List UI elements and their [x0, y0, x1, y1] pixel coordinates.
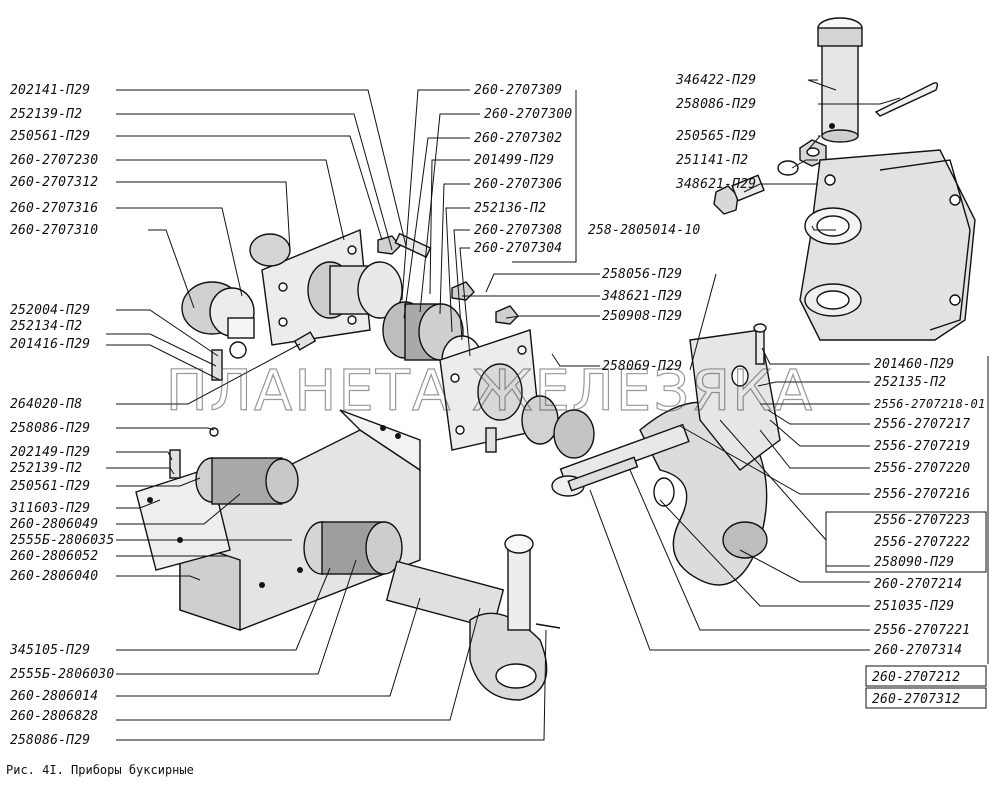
part-label: 258-2805014-10 [588, 223, 700, 238]
part-label: 251141-П2 [676, 153, 748, 168]
part-label: 260-2806014 [10, 689, 98, 704]
part-label: 252139-П2 [10, 107, 82, 122]
part-label: 260-2707212 [872, 670, 960, 685]
labels-right: 346422-П29 258086-П29 250565-П29 251141-… [588, 73, 985, 707]
part-label: 260-2707314 [874, 643, 962, 658]
part-label: 201416-П29 [10, 337, 90, 352]
part-label: 251035-П29 [874, 599, 954, 614]
part-label: 260-2707230 [10, 153, 98, 168]
part-label: 258069-П29 [602, 359, 682, 374]
part-label: 260-2707308 [474, 223, 562, 238]
part-label: 201460-П29 [874, 357, 954, 372]
part-label: 258086-П29 [676, 97, 756, 112]
rear-small-hardware [169, 427, 219, 479]
part-label: 2555Б-2806030 [10, 667, 114, 682]
part-label: 2556-2707222 [874, 535, 970, 550]
part-label: 2556-2707223 [874, 513, 970, 528]
labels-left: 202141-П29 252139-П2 250561-П29 260-2707… [9, 83, 114, 748]
part-label: 250565-П29 [676, 129, 756, 144]
rubber-buffers [307, 261, 483, 385]
part-label: 311603-П29 [9, 501, 90, 516]
part-label: 260-2707214 [874, 577, 962, 592]
cotter-pin [874, 82, 939, 117]
part-label: 252004-П29 [10, 303, 90, 318]
part-label: 260-2707316 [10, 201, 98, 216]
protective-cap [181, 281, 255, 359]
part-label: 258086-П29 [10, 733, 90, 748]
watermark: ПЛАНЕТА ЖЕЛЕЗЯКА [166, 359, 814, 424]
part-label: 2555Б-2806035 [10, 533, 114, 548]
part-label: 252135-П2 [874, 375, 946, 390]
hex-bolt [713, 174, 765, 215]
leader-lines [106, 79, 989, 741]
rear-buffer-stack [195, 457, 403, 575]
part-label: 260-2707312 [872, 692, 960, 707]
part-label: 202149-П29 [10, 445, 90, 460]
part-label: 252136-П2 [474, 201, 546, 216]
part-label: 252134-П2 [10, 319, 82, 334]
part-label: 2556-2707218-01 [874, 397, 985, 411]
part-label: 252139-П2 [10, 461, 82, 476]
part-label: 348621-П29 [675, 177, 756, 192]
part-label: 258056-П29 [602, 267, 682, 282]
part-label: 260-2806049 [10, 517, 98, 532]
part-label: 202141-П29 [10, 83, 90, 98]
part-label: 260-2707312 [10, 175, 98, 190]
frame-crossmember [179, 409, 421, 631]
part-label: 250908-П29 [602, 309, 682, 324]
part-label: 258090-П29 [874, 555, 954, 570]
part-label: 2556-2707219 [874, 439, 970, 454]
parts-illustration [135, 17, 976, 701]
part-label: 260-2806828 [10, 709, 98, 724]
part-label: 260-2707309 [474, 83, 562, 98]
labels-center: 260-2707309 260-2707300 260-2707302 2014… [474, 83, 682, 374]
rear-tow-eye [385, 534, 561, 701]
part-label: 260-2707304 [474, 241, 562, 256]
part-label: 260-2707306 [474, 177, 562, 192]
part-label: 2556-2707220 [874, 461, 970, 476]
part-label: 2556-2707216 [874, 487, 970, 502]
part-label: 250561-П29 [10, 479, 90, 494]
part-label: 264020-П8 [10, 397, 82, 412]
part-label: 260-2806040 [10, 569, 98, 584]
part-label: 260-2707300 [484, 107, 572, 122]
hook-shaft [521, 395, 690, 497]
part-label: 2556-2707221 [874, 623, 970, 638]
part-label: 258086-П29 [10, 421, 90, 436]
part-label: 260-2806052 [10, 549, 98, 564]
part-label: 348621-П29 [601, 289, 682, 304]
part-label: 260-2707302 [474, 131, 562, 146]
part-label: 201499-П29 [474, 153, 554, 168]
part-label: 345105-П29 [9, 643, 90, 658]
figure-caption: Рис. 4I. Приборы буксирные [6, 763, 194, 777]
part-label: 250561-П29 [10, 129, 90, 144]
part-label: 260-2707310 [10, 223, 98, 238]
part-label: 2556-2707217 [874, 417, 970, 432]
part-label: 346422-П29 [675, 73, 756, 88]
spring-washer [777, 160, 799, 176]
coupling-pin [817, 17, 863, 143]
mounting-bracket [799, 149, 976, 341]
